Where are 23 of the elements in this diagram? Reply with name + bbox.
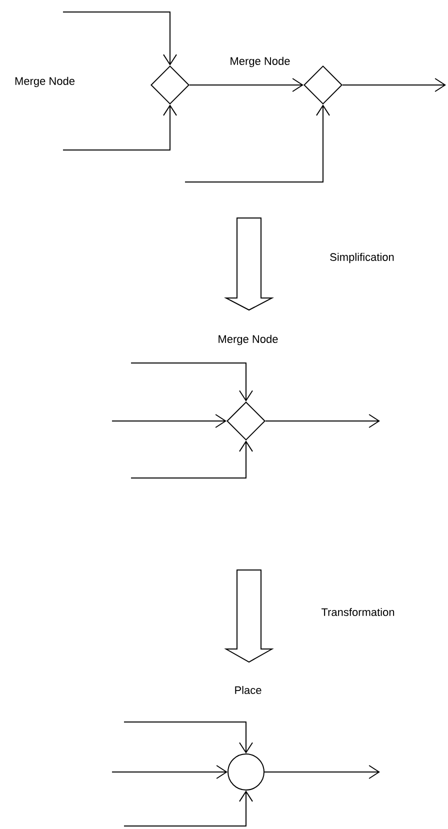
- arrow: [189, 78, 304, 92]
- text-label: Transformation: [321, 608, 394, 616]
- arrow: [265, 414, 380, 428]
- arrow: [264, 765, 380, 779]
- merge-diamond: [304, 66, 342, 104]
- arrow: [130, 440, 253, 478]
- arrow: [342, 78, 446, 92]
- arrow: [112, 414, 226, 428]
- text-label: Merge Node: [218, 334, 278, 346]
- text-label: Place: [235, 686, 262, 694]
- arrow: [130, 362, 253, 402]
- text-label: Simplification: [330, 252, 394, 264]
- arrow: [184, 104, 330, 182]
- arrow: [112, 765, 228, 779]
- text-label: Merge Node: [15, 76, 75, 88]
- merge-diamond: [150, 66, 190, 104]
- place-circle: [228, 754, 264, 790]
- arrow: [124, 722, 253, 754]
- merge-diamond: [226, 402, 266, 440]
- arrow: [62, 104, 177, 150]
- arrow: [62, 12, 177, 66]
- node-label: Merge Node: [230, 56, 290, 68]
- arrow: [124, 790, 253, 826]
